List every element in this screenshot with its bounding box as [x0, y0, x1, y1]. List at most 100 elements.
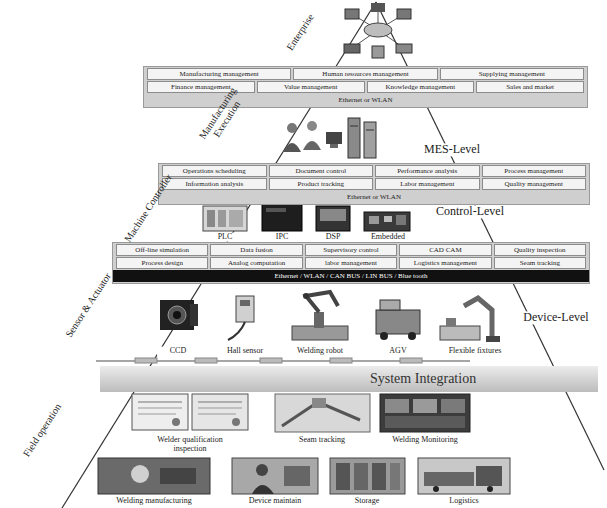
field-operation-photos: [138, 408, 182, 409]
field-operation-photos: [198, 402, 242, 403]
function-cell: Product tracking: [269, 178, 374, 190]
item-caption: Logistics: [423, 497, 505, 506]
function-cell: Analog computation: [210, 257, 302, 269]
control-device-icons: [320, 209, 346, 221]
cell-text: Seam tracking: [520, 258, 560, 268]
level-label: MES-Level: [411, 143, 493, 156]
function-cell: Value management: [257, 81, 365, 93]
function-cell: Operations scheduling: [162, 165, 267, 177]
layer-band: Ethernet / WLAN / CAN BUS / LIN BUS / Bl…: [112, 242, 590, 284]
enterprise-network-icon: [396, 44, 412, 53]
band-title: System Integration: [370, 371, 476, 387]
control-device-icons: [203, 203, 410, 231]
function-cell: Off-line simulation: [116, 244, 208, 256]
field-operation-photos: [131, 465, 149, 483]
cell-text: Finance management: [171, 82, 231, 92]
field-operation-photos: [232, 418, 240, 426]
field-operation-photos: [476, 466, 502, 486]
device-icons: [236, 296, 254, 322]
cell-text: Value management: [284, 82, 337, 92]
enterprise-network-icon: [344, 3, 412, 58]
mes-people-servers-icon: [350, 126, 358, 127]
layer-side-label: Sensor & Actuator: [53, 255, 123, 355]
function-cell: Seam tracking: [494, 257, 586, 269]
function-cell: Performance analysis: [375, 165, 480, 177]
field-operation-photos: [275, 394, 370, 432]
field-operation-photos: [98, 458, 210, 494]
enterprise-network-icon: [371, 3, 385, 12]
cell-text: CAD CAM: [429, 245, 461, 255]
field-operation-photos: [192, 394, 248, 430]
control-device-icons: [229, 210, 243, 227]
device-icons: [486, 336, 500, 342]
field-operation-photos: [252, 485, 274, 494]
system-integration-bus: [195, 358, 217, 363]
mes-people-servers-icon: [287, 123, 297, 133]
field-operation-photos: [433, 486, 439, 492]
mes-people-servers-icon: [366, 130, 374, 131]
enterprise-network-icon: [372, 46, 384, 58]
device-icons: [173, 311, 181, 319]
network-label: Ethernet / WLAN / CAN BUS / LIN BUS / Bl…: [275, 271, 428, 281]
field-operation-photos: [138, 414, 176, 415]
mes-people-servers-icon: [283, 118, 376, 158]
device-icons: [240, 300, 250, 306]
cell-text: Sales and market: [506, 82, 554, 92]
device-icons: [160, 300, 194, 330]
field-operation-photos: [160, 468, 196, 484]
function-cell: Process design: [116, 257, 208, 269]
control-device-icons: [262, 203, 302, 231]
control-device-icons: [218, 210, 226, 227]
function-cell: Human resources management: [293, 68, 437, 80]
cell-text: Data fusion: [240, 245, 272, 255]
layer-side-label: Enterprise: [276, 0, 324, 65]
network-label: Ethernet or WLAN: [339, 95, 393, 105]
cell-text: Information analysis: [185, 179, 243, 189]
item-caption: Seam tracking: [281, 436, 363, 445]
mes-people-servers-icon: [364, 122, 376, 158]
field-operation-photos: [441, 399, 465, 413]
bus-strip: Ethernet / WLAN / CAN BUS / LIN BUS / Bl…: [113, 270, 589, 282]
function-cell: Knowledge management: [367, 81, 475, 93]
item-caption: Hall sensor: [216, 347, 274, 356]
control-device-icons: [364, 212, 410, 231]
network-strip: Ethernet or WLAN: [159, 191, 589, 203]
system-integration-bus: [330, 358, 352, 363]
cell-text: Supervisory control: [323, 245, 378, 255]
control-device-icons: [266, 208, 286, 212]
cell-text: Process management: [504, 166, 563, 176]
item-caption: DSP: [312, 233, 354, 242]
item-caption: PLC: [204, 233, 246, 242]
integration-band: System Integration: [100, 366, 598, 392]
function-cell: Document control: [269, 165, 374, 177]
item-caption: Device maintain: [234, 497, 316, 506]
layer-side-label: Field operation: [10, 384, 75, 476]
field-operation-photos: [487, 486, 493, 492]
item-caption: Welding robot: [284, 347, 356, 356]
network-label: Ethernet or WLAN: [347, 192, 401, 202]
field-operation-photos: [336, 463, 350, 490]
field-operation-photos: [380, 394, 470, 432]
cell-text: Document control: [295, 166, 346, 176]
cell-text: Human resources management: [322, 69, 408, 79]
function-cell: Data fusion: [210, 244, 302, 256]
field-operation-photos: [385, 399, 409, 413]
enterprise-network-icon: [344, 44, 360, 53]
function-cell: Manufacturing management: [147, 68, 291, 80]
device-icons: [190, 304, 198, 326]
item-caption: IPC: [261, 233, 303, 242]
device-icons: [440, 326, 480, 340]
network-strip: Ethernet or WLAN: [144, 94, 587, 106]
system-integration-bus: [135, 358, 157, 363]
function-cell: CAD CAM: [399, 244, 491, 256]
device-icons: [446, 318, 456, 326]
cell-text: Product tracking: [298, 179, 344, 189]
item-caption: Welding Monitoring: [379, 436, 471, 445]
field-operation-photos: [256, 464, 268, 476]
field-operation-photos: [284, 466, 310, 486]
layer-band: Ethernet or WLAN Operations scheduling Doc…: [158, 163, 590, 205]
mes-people-servers-icon: [330, 144, 338, 148]
cell-text: Quality inspection: [514, 245, 566, 255]
level-label: Device-Level: [513, 311, 599, 324]
cell-text: Performance analysis: [397, 166, 457, 176]
